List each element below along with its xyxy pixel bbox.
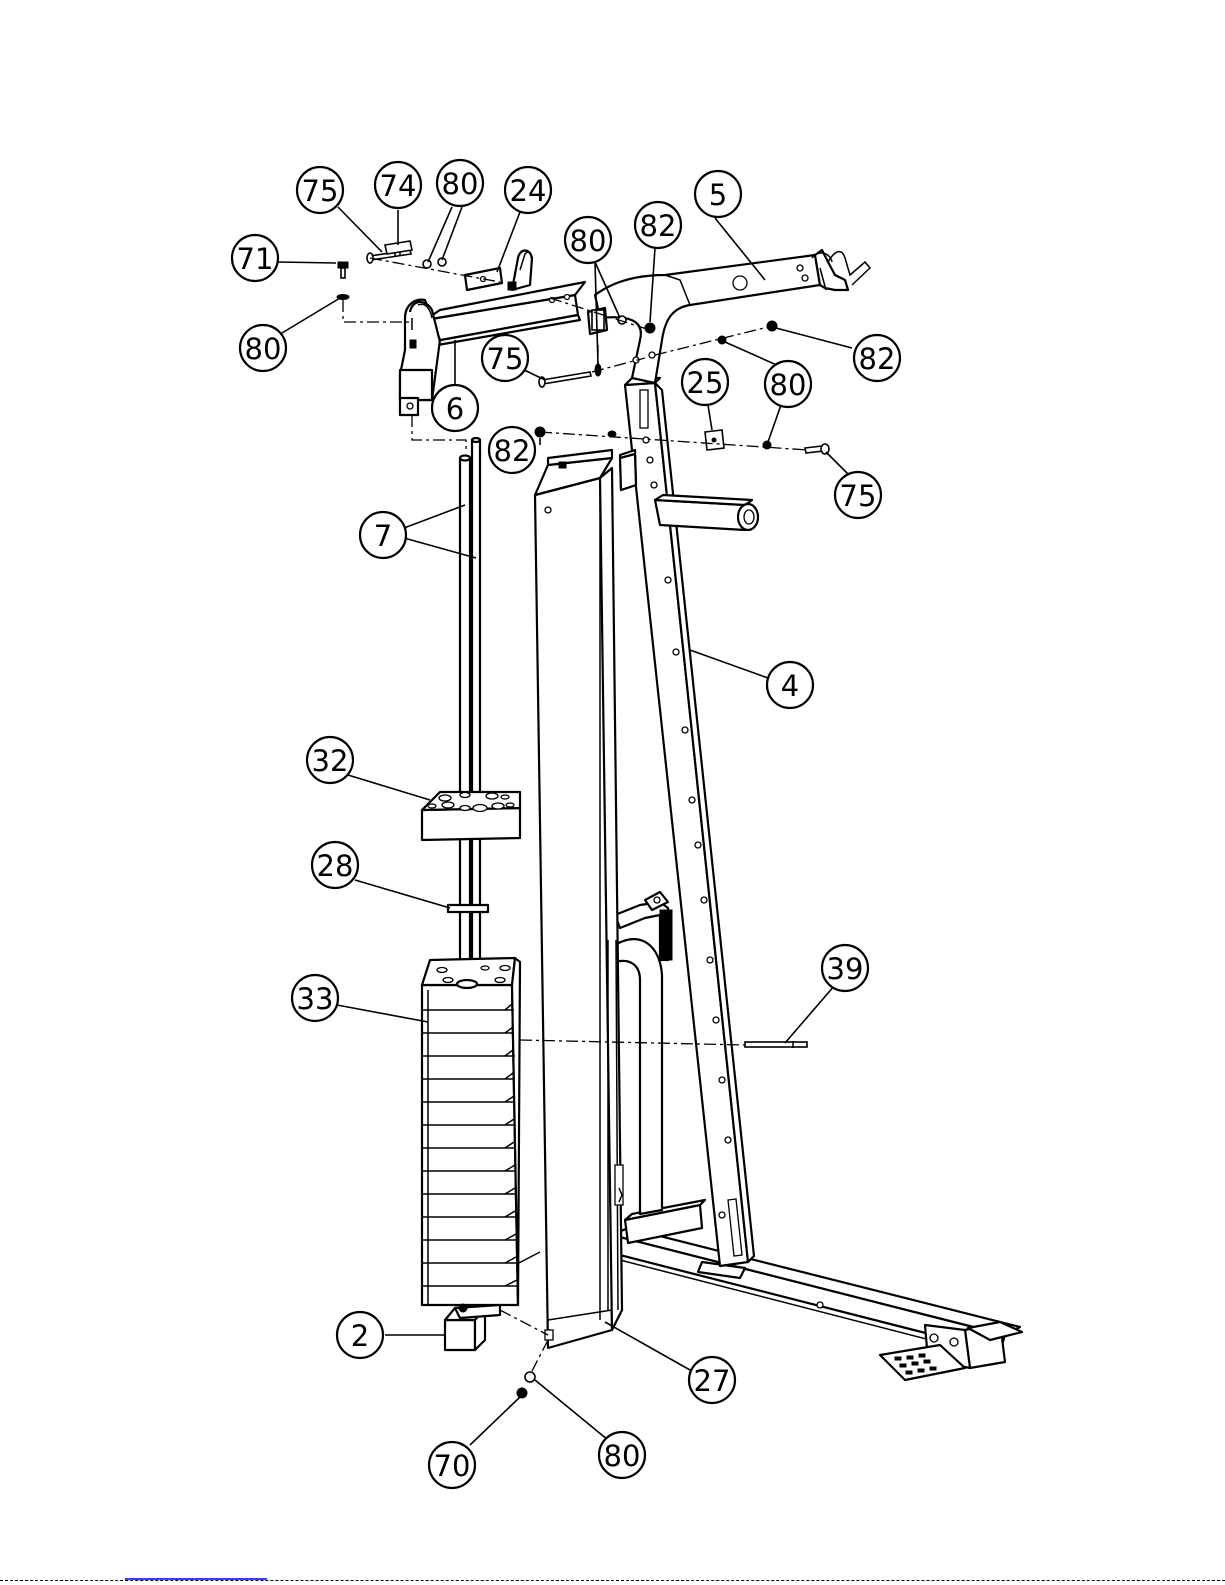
svg-text:82: 82: [859, 342, 896, 376]
nut-70: [517, 1388, 527, 1398]
page-bottom-link-underline: [125, 1578, 267, 1580]
callout-28: 28: [312, 842, 358, 888]
callout-80-left: 80: [240, 325, 286, 371]
svg-text:74: 74: [380, 169, 417, 203]
callout-82-left: 82: [489, 427, 535, 473]
svg-text:80: 80: [604, 1439, 641, 1473]
nut-82-arm: [645, 323, 655, 333]
svg-text:80: 80: [770, 368, 807, 402]
callout-82-right: 82: [854, 335, 900, 381]
callout-25: 25: [682, 359, 728, 405]
svg-text:33: 33: [297, 982, 334, 1016]
callout-24: 24: [505, 167, 551, 213]
callout-4: 4: [767, 662, 813, 708]
callout-70: 70: [429, 1442, 475, 1488]
svg-text:75: 75: [487, 342, 524, 376]
svg-text:28: 28: [317, 849, 354, 883]
callout-80-top: 80: [437, 160, 483, 206]
part-27-front-column: [535, 450, 636, 1348]
base-rail: [608, 1200, 1022, 1380]
callout-80-right: 80: [765, 361, 811, 407]
bolt-71: [338, 262, 348, 278]
callout-27: 27: [689, 1357, 735, 1403]
svg-text:32: 32: [312, 744, 349, 778]
washer-80-top-1: [423, 260, 431, 268]
svg-text:80: 80: [245, 332, 282, 366]
callout-33: 33: [292, 975, 338, 1021]
part-33-weight-stack: [422, 958, 520, 1305]
part-2-stack-base: [445, 1304, 500, 1350]
svg-text:4: 4: [781, 669, 799, 703]
callout-80-arm: 80: [565, 217, 611, 263]
callout-75-lower: 75: [835, 472, 881, 518]
svg-text:6: 6: [446, 392, 464, 426]
svg-text:27: 27: [694, 1364, 731, 1398]
plate-25: [705, 430, 724, 450]
pin-39: [745, 1041, 807, 1048]
svg-text:24: 24: [510, 174, 547, 208]
callout-6: 6: [432, 385, 478, 431]
callout-2: 2: [337, 1312, 383, 1358]
callout-75-top: 75: [297, 167, 343, 213]
svg-text:71: 71: [237, 242, 274, 276]
callout-71: 71: [232, 235, 278, 281]
svg-text:80: 80: [442, 167, 479, 201]
svg-text:7: 7: [374, 519, 392, 553]
svg-text:70: 70: [434, 1449, 471, 1483]
bolt-75-lower: [805, 444, 829, 454]
svg-text:75: 75: [840, 479, 877, 513]
callout-32: 32: [307, 737, 353, 783]
callout-82-arm: 82: [635, 202, 681, 248]
callout-39: 39: [822, 945, 868, 991]
page-bottom-rule: [0, 1580, 1225, 1581]
part-28-selector-pin: [448, 905, 488, 912]
bolt-75-middle: [539, 372, 591, 387]
part-32-top-plate: [422, 792, 520, 840]
callout-80-bottom: 80: [599, 1432, 645, 1478]
svg-text:25: 25: [687, 366, 724, 400]
callout-7: 7: [360, 512, 406, 558]
svg-text:75: 75: [302, 174, 339, 208]
part-5-top-arm: [588, 250, 870, 383]
washer-80-bottom: [525, 1372, 535, 1382]
svg-text:82: 82: [640, 209, 677, 243]
svg-text:2: 2: [351, 1319, 369, 1353]
svg-text:39: 39: [827, 952, 864, 986]
svg-text:82: 82: [494, 434, 531, 468]
callout-5: 5: [695, 171, 741, 217]
callout-74: 74: [375, 162, 421, 208]
svg-text:80: 80: [570, 224, 607, 258]
svg-text:5: 5: [709, 178, 727, 212]
callout-75-middle: 75: [482, 335, 528, 381]
